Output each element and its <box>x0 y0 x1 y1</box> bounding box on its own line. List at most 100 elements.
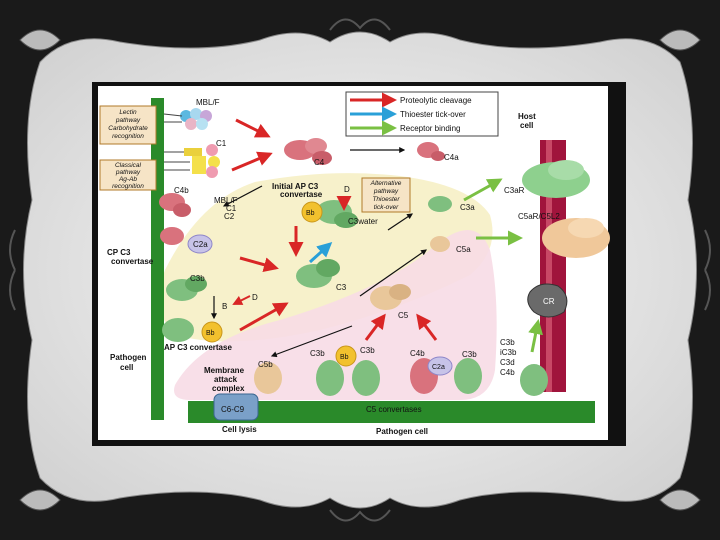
label-bb-left: Bb <box>206 330 215 337</box>
c3ar-receptor <box>522 160 590 198</box>
label-c3b-list-4: C4b <box>500 368 515 377</box>
label-pathogen-left-1: Pathogen <box>110 353 147 362</box>
label-c5a: C5a <box>456 245 471 254</box>
ap-c3-convertase-complex <box>162 318 223 343</box>
host-cell-membrane-highlight <box>546 140 552 392</box>
mbl-ficolin-molecule-top <box>163 108 212 130</box>
label-mac-2: attack <box>214 375 238 384</box>
bb-center-circle <box>301 201 323 223</box>
label-bb-bottom: Bb <box>340 354 349 361</box>
label-cp-c3-convertase-2: convertase <box>111 257 154 266</box>
label-c5: C5 <box>398 311 409 320</box>
label-c3a: C3a <box>460 203 475 212</box>
label-mac-1: Membrane <box>204 366 245 375</box>
c3a-molecule <box>428 196 452 212</box>
label-pathogen-bottom: Pathogen cell <box>376 427 428 436</box>
label-c1: C1 <box>216 139 227 148</box>
lectin-pathway-box: Lectin pathway Carbohydrate recognition <box>99 105 157 145</box>
alternative-line-1: Alternative <box>370 180 402 187</box>
c5-convertase-region <box>174 230 497 400</box>
classical-pathway-box: Classical pathway Ag-Ab recognition <box>99 159 157 191</box>
c3-molecule-center <box>296 259 340 288</box>
lectin-line-4: recognition <box>112 133 144 140</box>
label-c1-mid: C1 <box>226 204 237 213</box>
c4-molecule <box>284 138 332 165</box>
label-c3b-b3: C3b <box>462 350 477 359</box>
c5a-molecule <box>430 236 450 252</box>
bb-bottom-circle <box>335 345 357 367</box>
alternative-pathway-box: Alternative pathway Thioester tick-over <box>361 177 411 213</box>
legend: Proteolytic cleavage Thioester tick-over… <box>345 91 499 137</box>
label-initial-ap-1: Initial AP C3 <box>272 182 319 191</box>
label-c3b-b2: C3b <box>360 346 375 355</box>
label-c6c9: C6-C9 <box>221 405 245 414</box>
proteolytic-arrows <box>231 118 438 341</box>
label-c3b-left: C3b <box>190 274 205 283</box>
c5-molecule <box>370 284 411 310</box>
c1-molecule <box>164 144 220 178</box>
tickover-arrow <box>308 241 333 264</box>
label-c4a: C4a <box>444 153 459 162</box>
label-cp-c3-convertase-1: CP C3 <box>107 248 131 257</box>
label-c3ar: C3aR <box>504 186 525 195</box>
label-c5ar: C5aR/C5L2 <box>518 212 560 221</box>
legend-tickover-label: Thioester tick-over <box>400 110 466 119</box>
label-initial-ap-2: convertase <box>280 190 323 199</box>
c3water-complex <box>301 200 358 228</box>
process-arrows <box>211 147 427 358</box>
label-b-left: B <box>222 302 227 311</box>
c3b-molecule-left <box>166 276 207 301</box>
c4b-molecule-left <box>159 193 191 217</box>
label-c2-mid: C2 <box>224 212 235 221</box>
lectin-line-3: Carbohydrate <box>108 125 148 132</box>
c3b-fragment-bottom-right <box>520 364 548 396</box>
label-host-2: cell <box>520 121 533 130</box>
membrane-attack-complex <box>213 362 282 421</box>
label-c5b: C5b <box>258 360 273 369</box>
classical-line-2: pathway <box>115 169 141 176</box>
alternative-line-3: Thioester <box>372 196 400 203</box>
label-c4b-left: C4b <box>174 186 189 195</box>
label-cell-lysis: Cell lysis <box>222 425 257 434</box>
label-mac-3: complex <box>212 384 245 393</box>
legend-proteolytic-label: Proteolytic cleavage <box>400 96 472 105</box>
lectin-line-2: pathway <box>115 117 141 124</box>
classical-line-3: Ag-Ab <box>118 176 137 183</box>
label-c2a-bottom: C2a <box>432 364 445 371</box>
label-host-1: Host <box>518 112 536 121</box>
label-c4b-bottom: C4b <box>410 349 425 358</box>
c5-convertase-complex-1 <box>316 345 380 396</box>
classical-line-4: recognition <box>112 183 144 190</box>
label-cr: CR <box>543 297 555 306</box>
receptor-binding-arrows <box>463 178 544 353</box>
c5-convertase-complex-2 <box>410 356 482 394</box>
alternative-line-4: tick-over <box>374 204 399 211</box>
c5ar-receptor <box>542 218 610 258</box>
classical-line-1: Classical <box>115 162 142 169</box>
label-c3b-list-2: iC3b <box>500 348 517 357</box>
label-c2a: C2a <box>193 240 208 249</box>
label-c5-convertases: C5 convertases <box>366 405 422 414</box>
pathogen-cell-membrane-bottom <box>188 401 595 423</box>
label-bb-center: Bb <box>306 210 315 217</box>
c4a-molecule <box>417 142 445 161</box>
alternative-line-2: pathway <box>373 188 399 195</box>
label-mbl-mid: MBL/F <box>214 196 238 205</box>
label-c3water: C3water <box>348 217 378 226</box>
label-d-alt: D <box>344 185 350 194</box>
label-c3b-b1: C3b <box>310 349 325 358</box>
label-c3b-list-1: C3b <box>500 338 515 347</box>
label-c3-center: C3 <box>336 283 347 292</box>
label-d-left: D <box>252 293 258 302</box>
c4b-c2a-complex-left <box>160 227 213 254</box>
label-c3b-list-3: C3d <box>500 358 515 367</box>
label-mbl-top: MBL/F <box>196 98 220 107</box>
label-c4: C4 <box>314 158 325 167</box>
legend-receptor-label: Receptor binding <box>400 124 460 133</box>
label-ap-c3-convertase: AP C3 convertase <box>164 343 232 352</box>
bb-left-circle <box>201 321 223 343</box>
lectin-line-1: Lectin <box>119 109 137 116</box>
label-pathogen-left-2: cell <box>120 363 133 372</box>
cr-receptor <box>527 283 568 318</box>
